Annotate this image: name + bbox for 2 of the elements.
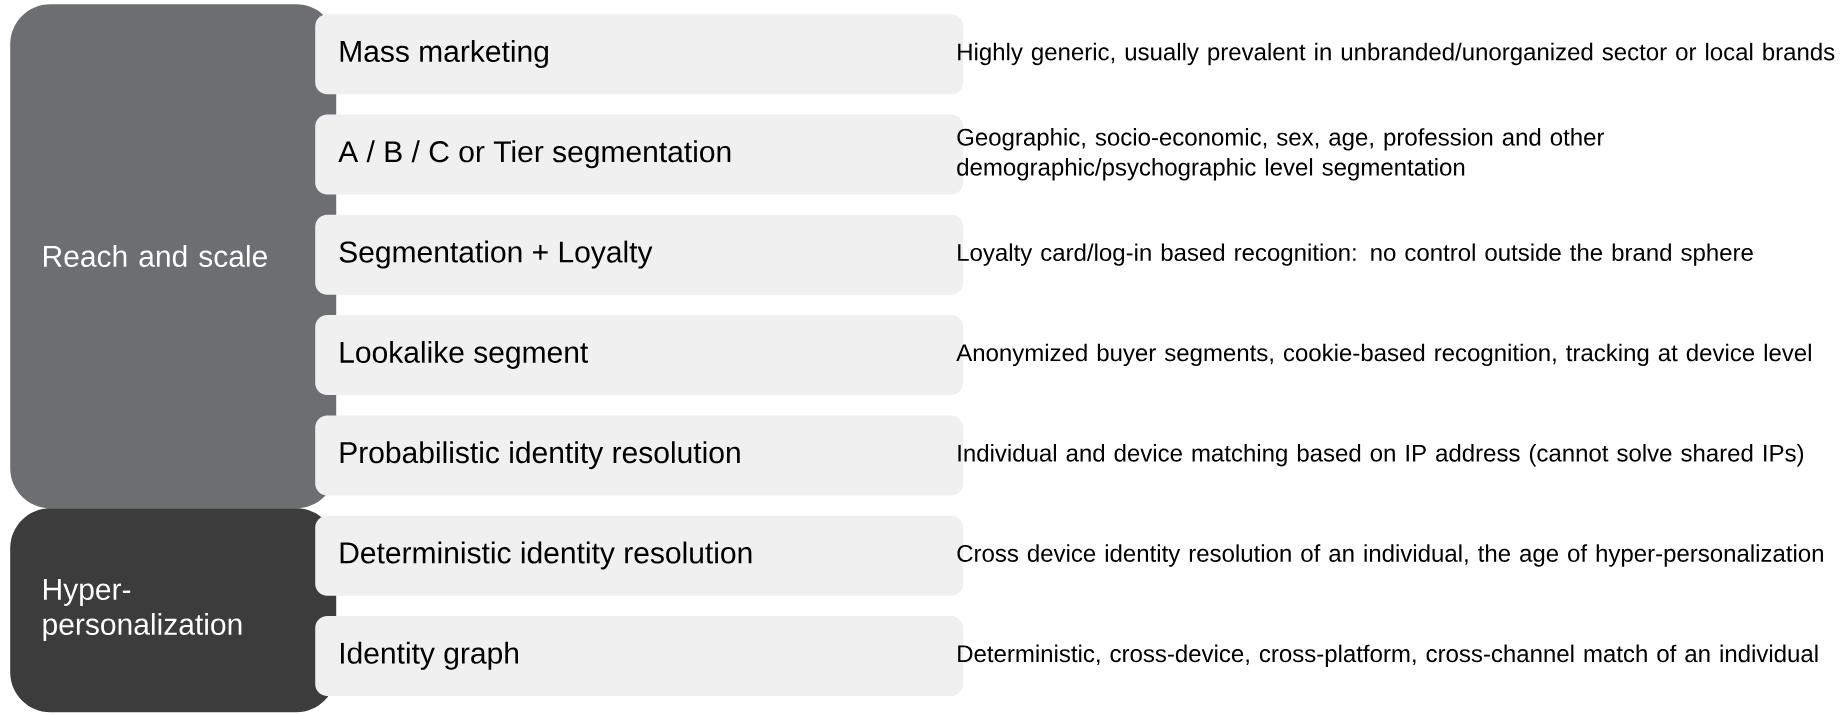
group-panel: Hyper-personalization xyxy=(10,508,337,713)
group-panel: Reach and scale xyxy=(10,4,337,509)
